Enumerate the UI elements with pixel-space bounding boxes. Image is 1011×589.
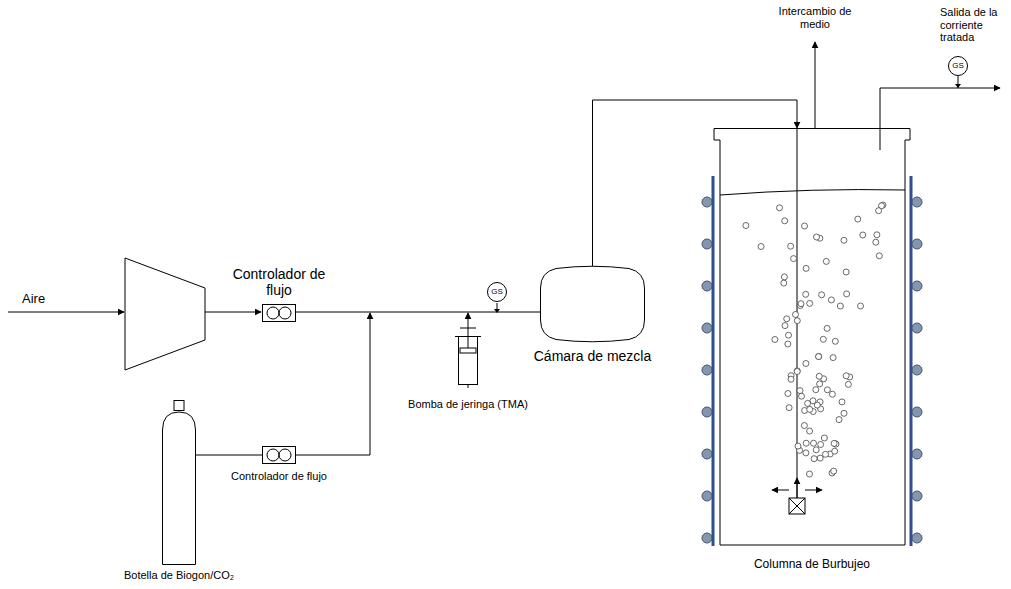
equipment-label: Controlador de flujo	[214, 470, 344, 483]
medium-exchange-line	[815, 42, 816, 128]
stream-label: Intercambio de medio	[775, 5, 855, 30]
gas-sensor: GS	[948, 56, 968, 76]
equipment-label: Cámara de mezcla	[518, 348, 668, 364]
syringe-pump-outline	[455, 322, 481, 388]
bubble-column-outline	[712, 128, 912, 546]
pipe-connector	[468, 313, 469, 322]
gas-sensor: GS	[487, 282, 507, 302]
air-inlet-line	[8, 312, 124, 313]
compressor-outlet-line	[205, 312, 261, 313]
mixing-chamber: Cámara de mezcla	[540, 268, 645, 340]
pipe-connector	[593, 100, 798, 268]
sensor-tap-head	[955, 84, 961, 88]
sensor-tag: GS	[949, 57, 967, 75]
outlet-line	[880, 88, 1000, 150]
compressor-symbol	[125, 258, 205, 370]
equipment-label: Botella de Biogon/CO₂	[104, 569, 254, 582]
syringe-pump: Bomba de jeringa (TMA)	[455, 322, 481, 388]
flow-controller-outline	[262, 446, 296, 464]
pipe-connector	[196, 455, 262, 456]
bubble-column: Columna de Burbujeo	[712, 128, 912, 546]
sparger-symbol	[772, 478, 822, 514]
flow-controller: Controlador de flujo	[262, 304, 296, 322]
stream-label: Salida de la corriente tratada	[940, 6, 1008, 44]
pipe-connector	[296, 313, 370, 455]
equipment-label: Bomba de jeringa (TMA)	[393, 398, 543, 411]
air-inlet-label: Aire	[22, 292, 72, 307]
mixing-chamber-outline	[540, 268, 645, 340]
flow-controller-outline	[262, 304, 296, 322]
sensor-tag: GS	[488, 283, 506, 301]
flow-controller: Controlador de flujo	[262, 446, 296, 464]
bubble-texture	[743, 202, 886, 477]
equipment-label: Columna de Burbujeo	[722, 558, 902, 572]
pipe-connector	[296, 312, 540, 313]
equipment-label: Controlador de flujo	[231, 266, 327, 298]
gas-bottle-outline	[162, 400, 196, 565]
gas-bottle: Botella de Biogon/CO₂	[162, 400, 196, 565]
